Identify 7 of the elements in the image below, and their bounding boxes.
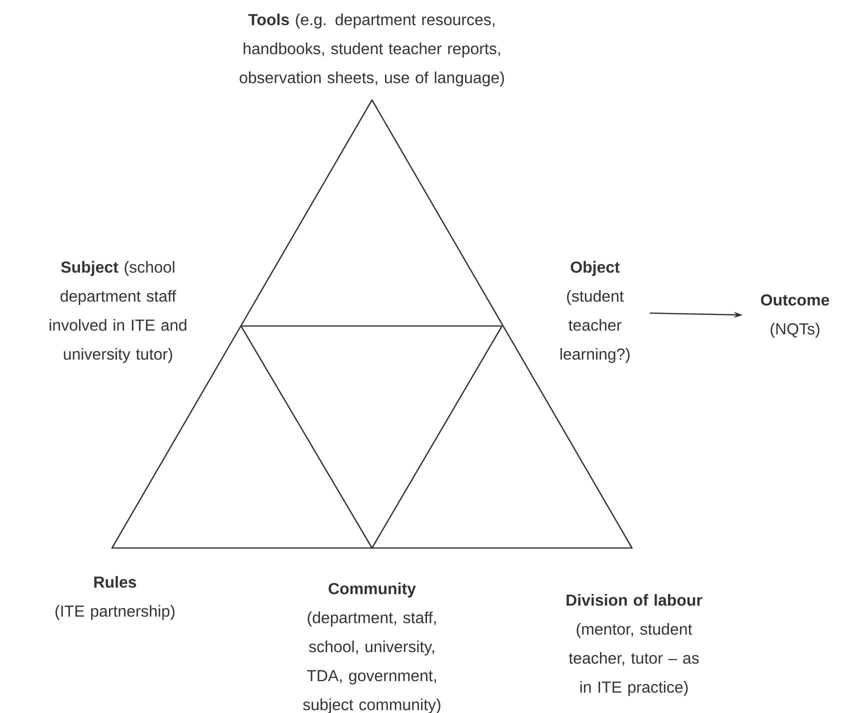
label-text: Division of labour (mentor, student teacher, tutor – as in ITE practice) [566,594,702,696]
label-text: Community (department, staff, school, university, TDA, government, subject community) [303,582,440,713]
label-text: Tools (e.g. department resources, handbooks, student teacher reports, observation sheets, use of language) [240,14,504,86]
label-text: Outcome (NQTs) [761,294,830,338]
label-text: Rules (ITE partnership) [56,576,174,620]
label-text: Subject (school department staff involved in ITE and university tutor) [50,261,186,363]
label-text: Object (student teacher learning?) [560,261,630,363]
